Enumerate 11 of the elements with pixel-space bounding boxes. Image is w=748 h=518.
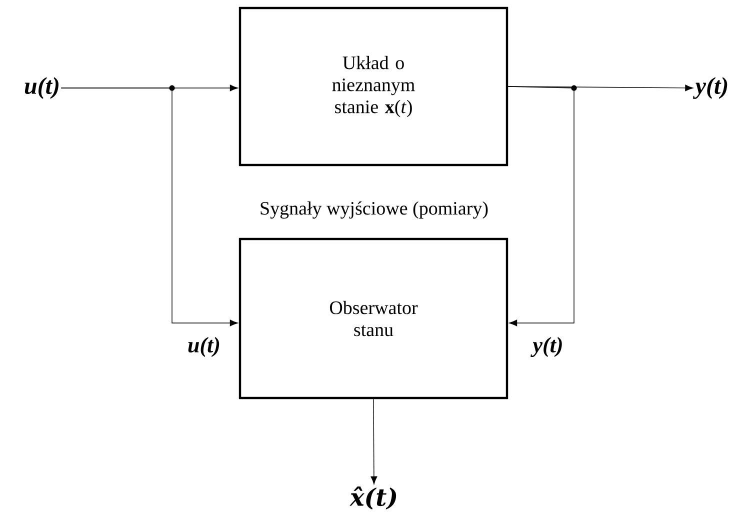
block-box: Układ o nieznanym stanie x(t) (238, 6, 508, 166)
arrow (370, 398, 378, 484)
arrow (60, 88, 238, 326)
block-box: Obserwator stanu (238, 238, 508, 400)
annotation-text: Sygnały wyjściowe (pomiary) (260, 201, 488, 219)
signal-label: y(t) (692, 77, 728, 99)
signal-label: u(t) (24, 77, 58, 99)
signal-label: x̂(t) (350, 486, 396, 510)
edge-label: y(t) (530, 336, 564, 358)
arrow (508, 86, 574, 326)
edge-label: u(t) (186, 336, 222, 358)
